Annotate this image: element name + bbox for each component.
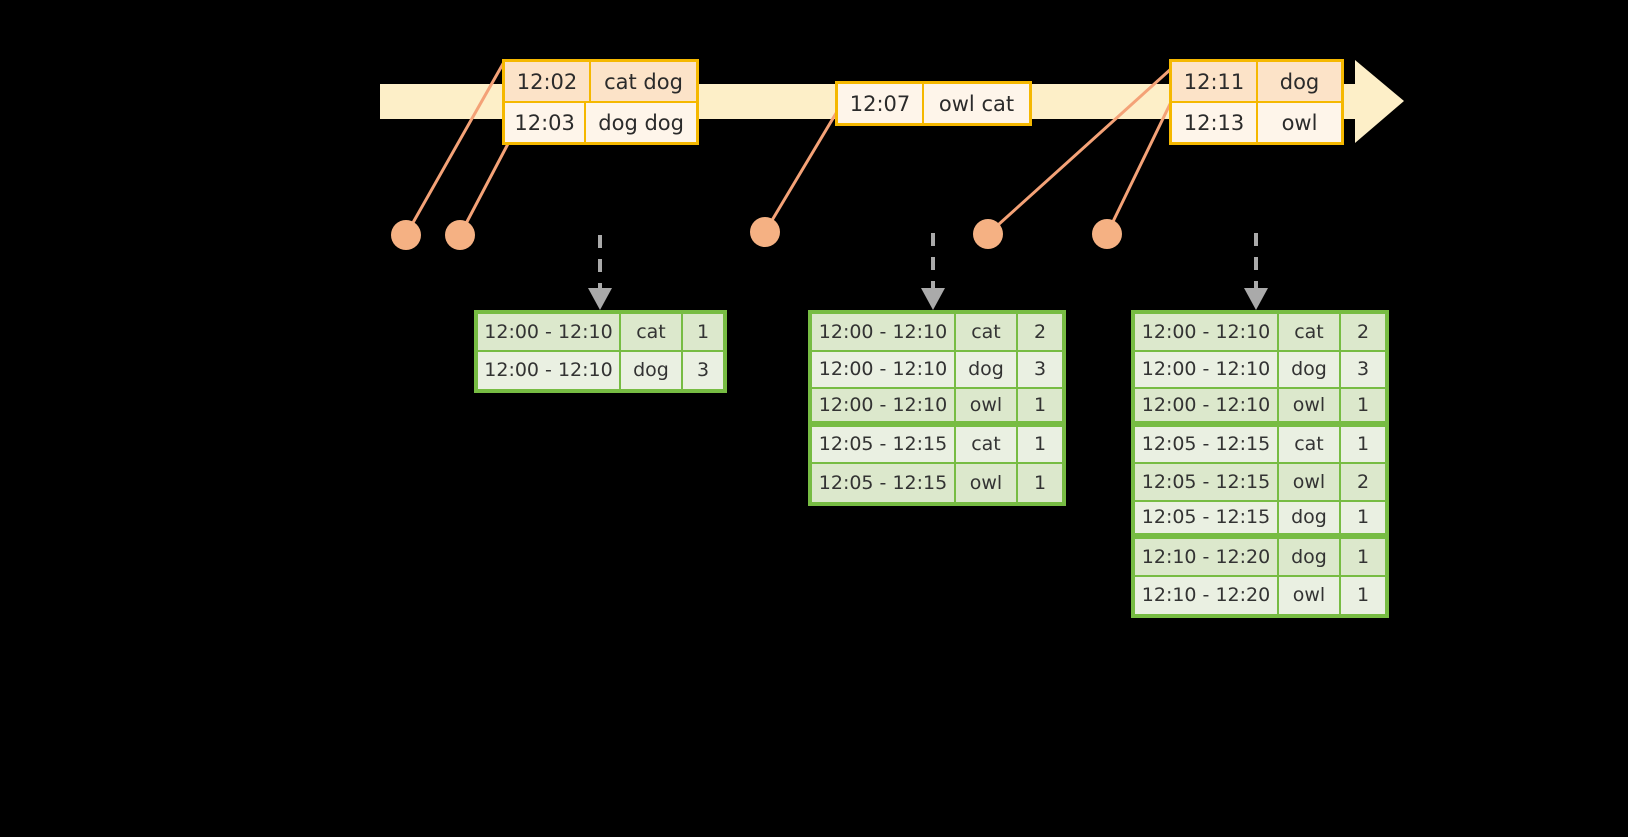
table-row: 12:00 - 12:10 dog 3 [812,351,1062,389]
connector-3 [763,108,840,234]
cell-window: 12:10 - 12:20 [1135,576,1279,614]
event-group-3: 12:11 dog 12:13 owl [1169,59,1344,145]
cell-count: 1 [1018,426,1062,464]
cell-count: 1 [1341,501,1385,535]
event-row: 12:02 cat dog [505,62,696,101]
cell-count: 2 [1341,314,1385,352]
cell-window: 12:00 - 12:10 [478,314,621,352]
cell-window: 12:05 - 12:15 [1135,464,1279,502]
cell-count: 1 [1341,389,1385,423]
event-dot-1 [391,220,421,250]
cell-window: 12:05 - 12:15 [812,464,956,502]
event-time: 12:07 [838,84,924,123]
cell-window: 12:10 - 12:20 [1135,539,1279,577]
cell-word: dog [956,351,1018,389]
cell-count: 1 [1341,576,1385,614]
cell-window: 12:05 - 12:15 [1135,501,1279,535]
table-row: 12:00 - 12:10 cat 1 [478,314,723,352]
cell-word: dog [1279,351,1341,389]
cell-word: owl [1279,389,1341,423]
event-dot-4 [973,219,1003,249]
cell-word: owl [1279,464,1341,502]
cell-window: 12:05 - 12:15 [1135,426,1279,464]
flow-arrow-2 [921,233,945,310]
cell-window: 12:00 - 12:10 [478,351,621,389]
event-dot-3 [750,217,780,247]
cell-count: 1 [1018,464,1062,502]
cell-word: cat [621,314,683,352]
event-row: 12:13 owl [1172,101,1341,142]
event-dot-5 [1092,219,1122,249]
cell-word: owl [956,464,1018,502]
event-time: 12:03 [505,103,587,142]
table-row: 12:05 - 12:15 owl 2 [1135,464,1385,502]
table-row: 12:00 - 12:10 cat 2 [1135,314,1385,352]
table-row: 12:00 - 12:10 cat 2 [812,314,1062,352]
event-words: cat dog [604,69,683,94]
cell-word: owl [956,389,1018,423]
table-row: 12:00 - 12:10 dog 3 [1135,351,1385,389]
cell-word: cat [1279,314,1341,352]
event-words: owl [1281,110,1318,135]
cell-window: 12:00 - 12:10 [1135,351,1279,389]
cell-window: 12:00 - 12:10 [1135,389,1279,423]
table-row: 12:05 - 12:15 cat 1 [812,426,1062,464]
flow-arrow-3 [1244,233,1268,310]
cell-count: 3 [1341,351,1385,389]
table-row: 12:05 - 12:15 cat 1 [1135,426,1385,464]
cell-count: 3 [1018,351,1062,389]
table-row: 12:10 - 12:20 owl 1 [1135,576,1385,614]
connector-1 [404,60,506,237]
result-table-2: 12:00 - 12:10 cat 2 12:00 - 12:10 dog 3 … [808,310,1066,506]
event-time: 12:11 [1172,62,1258,101]
table-row: 12:00 - 12:10 owl 1 [1135,389,1385,427]
cell-count: 2 [1018,314,1062,352]
cell-word: cat [956,426,1018,464]
table-row: 12:00 - 12:10 dog 3 [478,351,723,389]
result-table-1: 12:00 - 12:10 cat 1 12:00 - 12:10 dog 3 [474,310,727,393]
cell-count: 1 [1018,389,1062,423]
cell-window: 12:00 - 12:10 [812,351,956,389]
flow-arrow-1 [588,235,612,310]
event-words: owl cat [938,91,1015,116]
connector-5 [1105,98,1174,236]
cell-count: 1 [683,314,723,352]
event-words: dog dog [598,110,684,135]
table-row: 12:05 - 12:15 owl 1 [812,464,1062,502]
cell-window: 12:00 - 12:10 [812,314,956,352]
cell-count: 2 [1341,464,1385,502]
cell-word: dog [1279,501,1341,535]
cell-word: owl [1279,576,1341,614]
event-row: 12:03 dog dog [505,101,696,142]
table-row: 12:10 - 12:20 dog 1 [1135,539,1385,577]
table-row: 12:00 - 12:10 owl 1 [812,389,1062,427]
flow-arrows [588,233,1268,310]
cell-word: dog [1279,539,1341,577]
cell-word: dog [621,351,683,389]
event-dots [391,217,1122,250]
cell-count: 1 [1341,539,1385,577]
event-time: 12:02 [505,62,591,101]
result-table-3: 12:00 - 12:10 cat 2 12:00 - 12:10 dog 3 … [1131,310,1389,618]
event-dot-2 [445,220,475,250]
event-words: dog [1279,69,1320,94]
cell-window: 12:05 - 12:15 [812,426,956,464]
event-row: 12:07 owl cat [838,84,1029,123]
event-row: 12:11 dog [1172,62,1341,101]
cell-count: 1 [1341,426,1385,464]
cell-count: 3 [683,351,723,389]
table-row: 12:05 - 12:15 dog 1 [1135,501,1385,539]
connector-2 [458,138,512,237]
event-group-2: 12:07 owl cat [835,81,1032,126]
cell-window: 12:00 - 12:10 [812,389,956,423]
cell-word: cat [956,314,1018,352]
event-group-1: 12:02 cat dog 12:03 dog dog [502,59,699,145]
cell-word: cat [1279,426,1341,464]
cell-window: 12:00 - 12:10 [1135,314,1279,352]
event-time: 12:13 [1172,103,1258,142]
